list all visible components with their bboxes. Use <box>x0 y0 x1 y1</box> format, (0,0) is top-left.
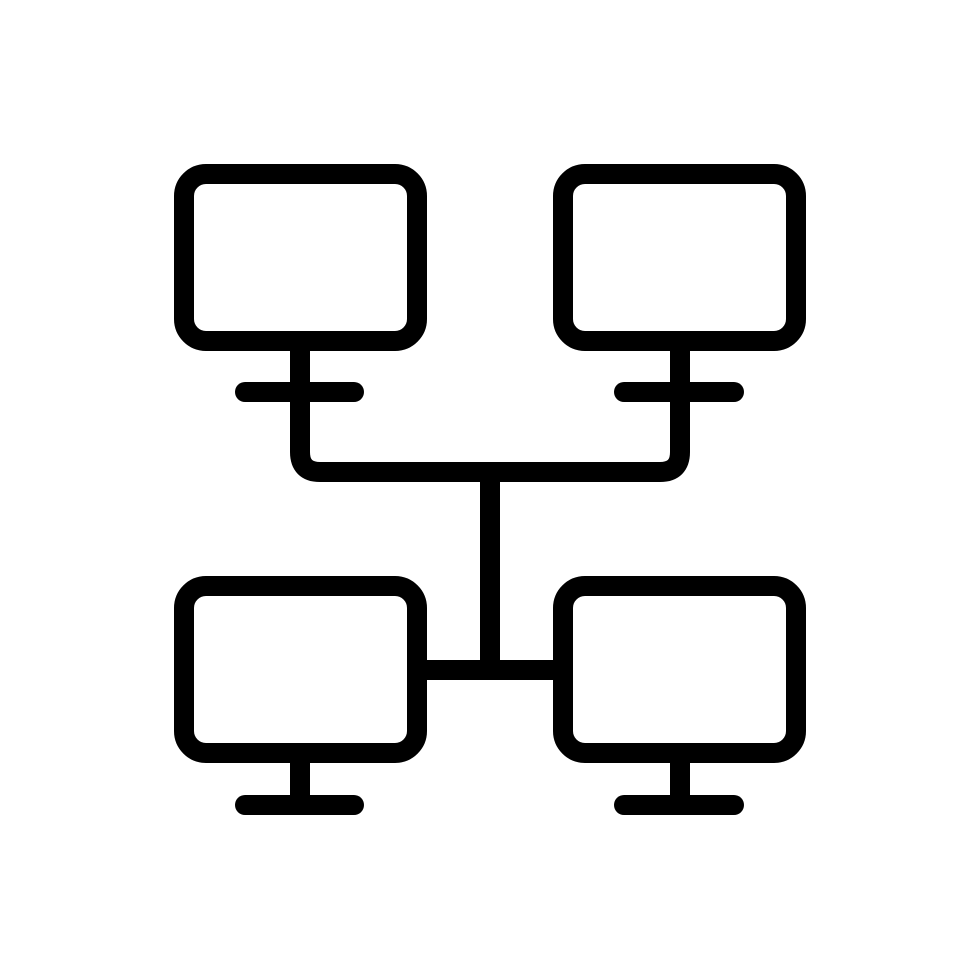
monitor-screen <box>553 164 806 351</box>
icon-strokes <box>174 164 806 815</box>
monitor-bottom-left <box>174 576 427 815</box>
monitor-screen <box>174 164 427 351</box>
monitor-screen <box>174 576 427 763</box>
connector-top-branch <box>290 331 690 482</box>
monitor-screen <box>553 576 806 763</box>
monitor-bottom-right <box>553 576 806 815</box>
